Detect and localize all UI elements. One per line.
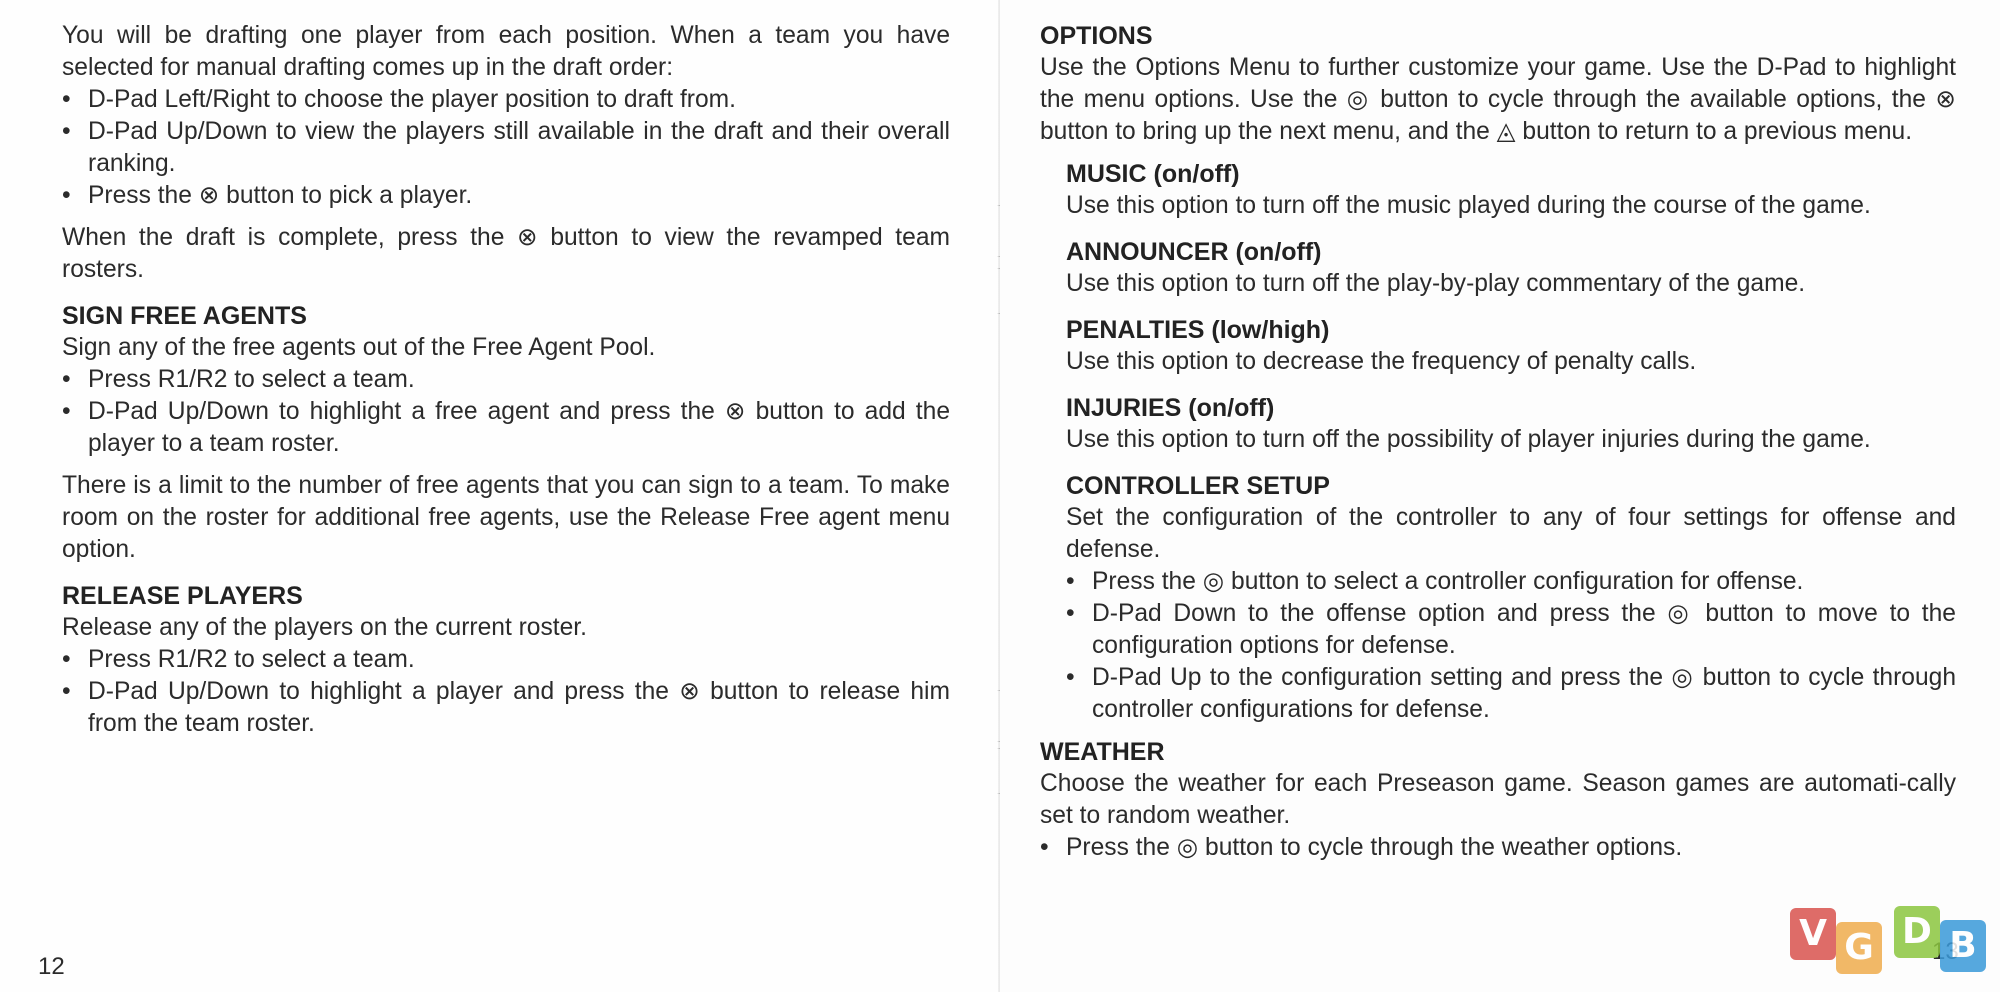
- release-players-bullets: Press R1/R2 to select a team. D-Pad Up/D…: [62, 644, 950, 740]
- list-item: Press the ⊗ button to pick a player.: [62, 180, 950, 212]
- controller-setup-text: Set the configuration of the controller …: [1066, 504, 1956, 563]
- penalties-text: Use this option to decrease the frequenc…: [1066, 348, 1697, 375]
- sign-free-agents-bullets: Press R1/R2 to select a team. D-Pad Up/D…: [62, 364, 950, 460]
- release-players-heading: RELEASE PLAYERS: [62, 582, 303, 610]
- vgdb-watermark-logo: V G D B: [1790, 904, 1990, 974]
- list-item: D-Pad Up/Down to view the players still …: [62, 116, 950, 180]
- weather-heading: WEATHER: [1040, 738, 1165, 766]
- watermark-letter: D: [1894, 906, 1940, 958]
- options-text: Use the Options Menu to further customiz…: [1040, 54, 1956, 145]
- list-item: Press the ◎ button to select a controlle…: [1066, 566, 1956, 598]
- list-item: D-Pad Down to the offense option and pre…: [1066, 598, 1956, 662]
- left-column: You will be drafting one player from eac…: [62, 20, 950, 740]
- watermark-letter: V: [1790, 908, 1836, 960]
- sign-free-agents-heading: SIGN FREE AGENTS: [62, 302, 307, 330]
- options-heading: OPTIONS: [1040, 22, 1153, 50]
- announcer-heading: ANNOUNCER (on/off): [1066, 238, 1322, 266]
- list-item: Press R1/R2 to select a team.: [62, 364, 950, 396]
- sign-free-agents-text: Sign any of the free agents out of the F…: [62, 334, 656, 361]
- announcer-text: Use this option to turn off the play-by-…: [1066, 270, 1806, 297]
- list-item: Press R1/R2 to select a team.: [62, 644, 950, 676]
- draft-complete-text: When the draft is complete, press the ⊗ …: [62, 224, 950, 283]
- list-item: Press the ◎ button to cycle through the …: [1040, 832, 1956, 864]
- watermark-letter: G: [1836, 922, 1882, 974]
- left-page: You will be drafting one player from eac…: [0, 0, 1000, 992]
- right-column: OPTIONS Use the Options Menu to further …: [1040, 20, 1956, 864]
- right-page: OPTIONS Use the Options Menu to further …: [1000, 0, 2000, 992]
- controller-setup-heading: CONTROLLER SETUP: [1066, 472, 1330, 500]
- watermark-letter: B: [1940, 920, 1986, 972]
- music-heading: MUSIC (on/off): [1066, 160, 1240, 188]
- controller-setup-bullets: Press the ◎ button to select a controlle…: [1066, 566, 1956, 726]
- list-item: D-Pad Up/Down to highlight a free agent …: [62, 396, 950, 460]
- draft-bullet-list: D-Pad Left/Right to choose the player po…: [62, 84, 950, 212]
- weather-bullets: Press the ◎ button to cycle through the …: [1040, 832, 1956, 864]
- injuries-text: Use this option to turn off the possibil…: [1066, 426, 1871, 453]
- list-item: D-Pad Left/Right to choose the player po…: [62, 84, 950, 116]
- draft-intro: You will be drafting one player from eac…: [62, 22, 950, 81]
- list-item: D-Pad Up/Down to highlight a player and …: [62, 676, 950, 740]
- page-number-left: 12: [38, 953, 65, 980]
- release-players-text: Release any of the players on the curren…: [62, 614, 587, 641]
- music-text: Use this option to turn off the music pl…: [1066, 192, 1871, 219]
- penalties-heading: PENALTIES (low/high): [1066, 316, 1330, 344]
- free-agent-limit-note: There is a limit to the number of free a…: [62, 472, 950, 563]
- injuries-heading: INJURIES (on/off): [1066, 394, 1275, 422]
- options-sublist: MUSIC (on/off) Use this option to turn o…: [1066, 158, 1956, 726]
- list-item: D-Pad Up to the configuration setting an…: [1066, 662, 1956, 726]
- weather-text: Choose the weather for each Preseason ga…: [1040, 770, 1956, 829]
